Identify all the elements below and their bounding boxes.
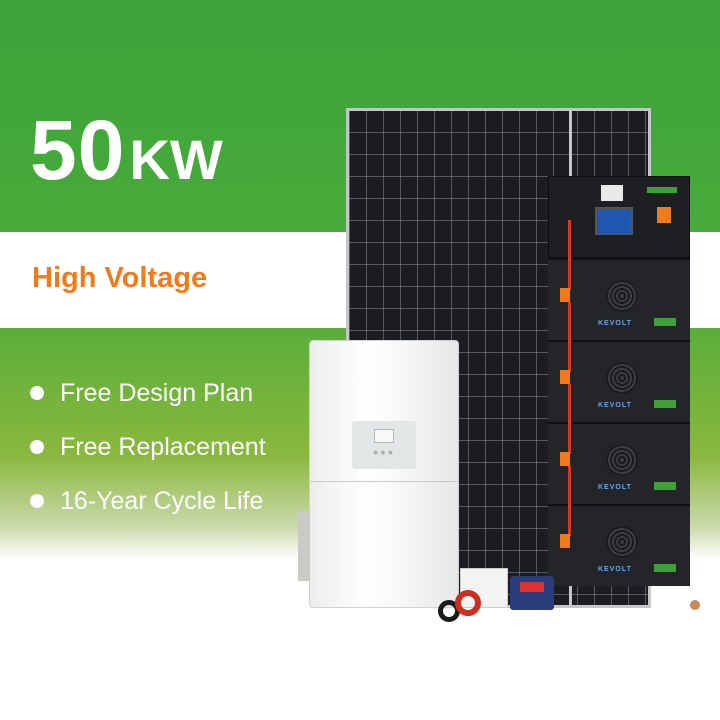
red-cable-coil <box>455 590 481 616</box>
battery-stack-image: KEVOLT KEVOLT KEVOLT KEVOLT <box>548 176 690 586</box>
brand-logo: KEVOLT <box>598 566 632 573</box>
brand-logo: KEVOLT <box>598 484 632 491</box>
feature-label: 16-Year Cycle Life <box>60 486 264 515</box>
breaker-switch <box>601 185 623 201</box>
power-unit: KW <box>129 128 223 191</box>
feature-item: 16-Year Cycle Life <box>30 474 266 528</box>
battery-control-box <box>548 176 690 258</box>
red-cable <box>568 220 571 290</box>
bullet-icon <box>30 386 44 400</box>
bullet-icon <box>30 440 44 454</box>
fan-icon <box>606 526 638 558</box>
power-value: 50 <box>30 103 126 197</box>
mounting-bracket <box>298 511 310 581</box>
fan-icon <box>606 280 638 312</box>
ground-connector <box>690 600 700 610</box>
green-label <box>654 564 676 572</box>
battery-module: KEVOLT <box>548 384 690 504</box>
brand-logo: KEVOLT <box>598 320 632 327</box>
battery-module: KEVOLT <box>548 466 690 586</box>
orange-connector <box>560 288 570 302</box>
bullet-icon <box>30 494 44 508</box>
inverter-image: ●●● <box>298 340 459 608</box>
green-label <box>654 482 676 490</box>
brand-logo: KEVOLT <box>598 402 632 409</box>
orange-connector <box>560 370 570 384</box>
bms-display <box>595 207 633 235</box>
inverter-buttons: ●●● <box>372 447 396 457</box>
fan-icon <box>606 444 638 476</box>
fan-icon <box>606 362 638 394</box>
red-cable <box>568 302 571 372</box>
battery-module: KEVOLT <box>548 220 690 340</box>
feature-label: Free Design Plan <box>60 378 254 407</box>
orange-connector <box>560 452 570 466</box>
inverter-seam <box>310 481 458 482</box>
subtitle: High Voltage <box>32 262 208 294</box>
tool-kit <box>510 576 554 610</box>
lcd-screen <box>374 429 394 443</box>
terminal-block <box>647 187 677 193</box>
green-label <box>654 400 676 408</box>
power-rating: 50KW <box>30 108 223 192</box>
feature-item: Free Replacement <box>30 420 266 474</box>
red-cable <box>568 384 571 454</box>
battery-module: KEVOLT <box>548 302 690 422</box>
feature-item: Free Design Plan <box>30 366 266 420</box>
feature-list: Free Design Plan Free Replacement 16-Yea… <box>30 366 266 528</box>
green-label <box>654 318 676 326</box>
crimp-tool <box>520 582 544 592</box>
feature-label: Free Replacement <box>60 432 266 461</box>
inverter-display: ●●● <box>352 421 416 469</box>
red-cable <box>568 466 571 536</box>
power-connector <box>657 207 671 223</box>
orange-connector <box>560 534 570 548</box>
